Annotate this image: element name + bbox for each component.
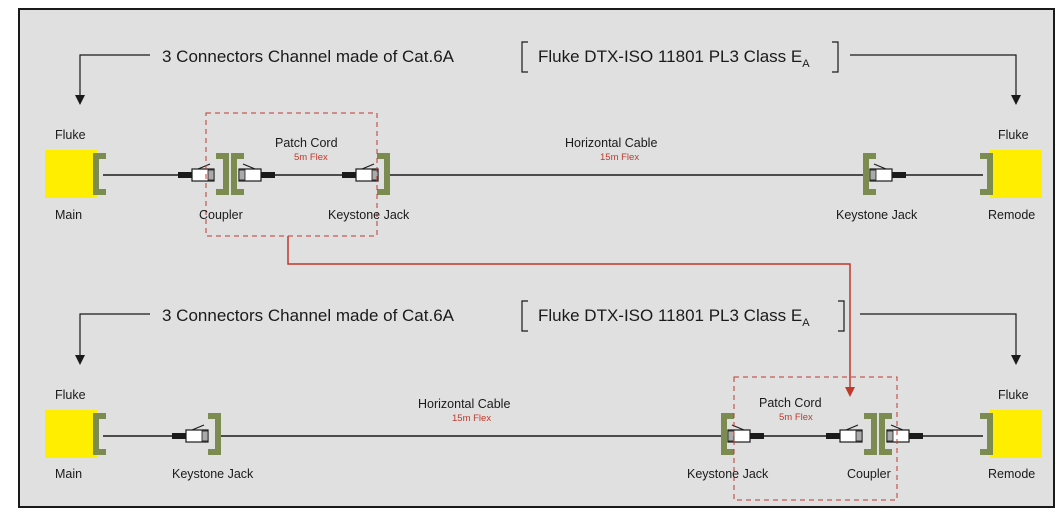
row-2: 3 Connectors Channel made of Cat.6A Fluk… (45, 300, 1042, 501)
rj45-plug (886, 424, 924, 443)
fluke-remote-device (990, 410, 1042, 458)
patch-cord-length: 5m Flex (294, 152, 328, 163)
rj45-plug (177, 163, 215, 182)
channel-title: 3 Connectors Channel made of Cat.6A (162, 306, 455, 325)
bracket-right (832, 41, 839, 73)
fluke-main-top-label: Fluke (55, 128, 86, 142)
horizontal-cable-length: 15m Flex (600, 152, 639, 163)
bracket-left (521, 300, 528, 332)
fluke-remote-top-label: Fluke (998, 128, 1029, 142)
fluke-remote-bottom-label: Remode (988, 208, 1035, 222)
left-down-arrow (75, 313, 150, 365)
fluke-main-port (96, 156, 106, 192)
fluke-main-bottom-label: Main (55, 467, 82, 481)
standard-label: Fluke DTX-ISO 11801 PL3 Class EA (538, 306, 810, 329)
keystone-jack-right-label: Keystone Jack (836, 208, 918, 222)
bracket-left (521, 41, 528, 73)
keystone-jack-left-label: Keystone Jack (172, 467, 254, 481)
coupler-left (216, 156, 226, 192)
coupler-left (864, 416, 874, 452)
horizontal-cable-label: Horizontal Cable (565, 136, 657, 150)
fluke-main-top-label: Fluke (55, 388, 86, 402)
row-1: 3 Connectors Channel made of Cat.6A Fluk… (45, 41, 1042, 237)
rj45-plug (727, 424, 765, 443)
horizontal-cable-label: Horizontal Cable (418, 397, 510, 411)
horizontal-cable-length: 15m Flex (452, 413, 491, 424)
fluke-remote-port (980, 156, 990, 192)
fluke-main-device (45, 150, 97, 198)
rj45-plug (238, 163, 276, 182)
keystone-jack-right-label: Keystone Jack (687, 467, 769, 481)
fluke-main-bottom-label: Main (55, 208, 82, 222)
patch-cord-label: Patch Cord (759, 396, 822, 410)
keystone-jack-left (208, 416, 218, 452)
patch-zone-box (733, 376, 898, 501)
fluke-remote-port (980, 416, 990, 452)
fluke-main-device (45, 410, 97, 458)
channel-title: 3 Connectors Channel made of Cat.6A (162, 47, 455, 66)
fluke-remote-bottom-label: Remode (988, 467, 1035, 481)
fluke-main-port (96, 416, 106, 452)
rj45-plug (825, 424, 863, 443)
right-down-arrow (860, 313, 1021, 365)
coupler-label: Coupler (847, 467, 891, 481)
bracket-right (838, 300, 845, 332)
patch-cord-label: Patch Cord (275, 136, 338, 150)
relocation-arrow (287, 236, 855, 397)
keystone-jack-left-label: Keystone Jack (328, 208, 410, 222)
rj45-plug (171, 424, 209, 443)
fluke-remote-device (990, 150, 1042, 198)
coupler-label: Coupler (199, 208, 243, 222)
patch-zone-box (205, 112, 378, 237)
fluke-remote-top-label: Fluke (998, 388, 1029, 402)
left-down-arrow (75, 54, 150, 105)
patch-cord-length: 5m Flex (779, 412, 813, 423)
rj45-plug (869, 163, 907, 182)
right-down-arrow (850, 54, 1021, 105)
rj45-plug (341, 163, 379, 182)
standard-label: Fluke DTX-ISO 11801 PL3 Class EA (538, 47, 810, 70)
